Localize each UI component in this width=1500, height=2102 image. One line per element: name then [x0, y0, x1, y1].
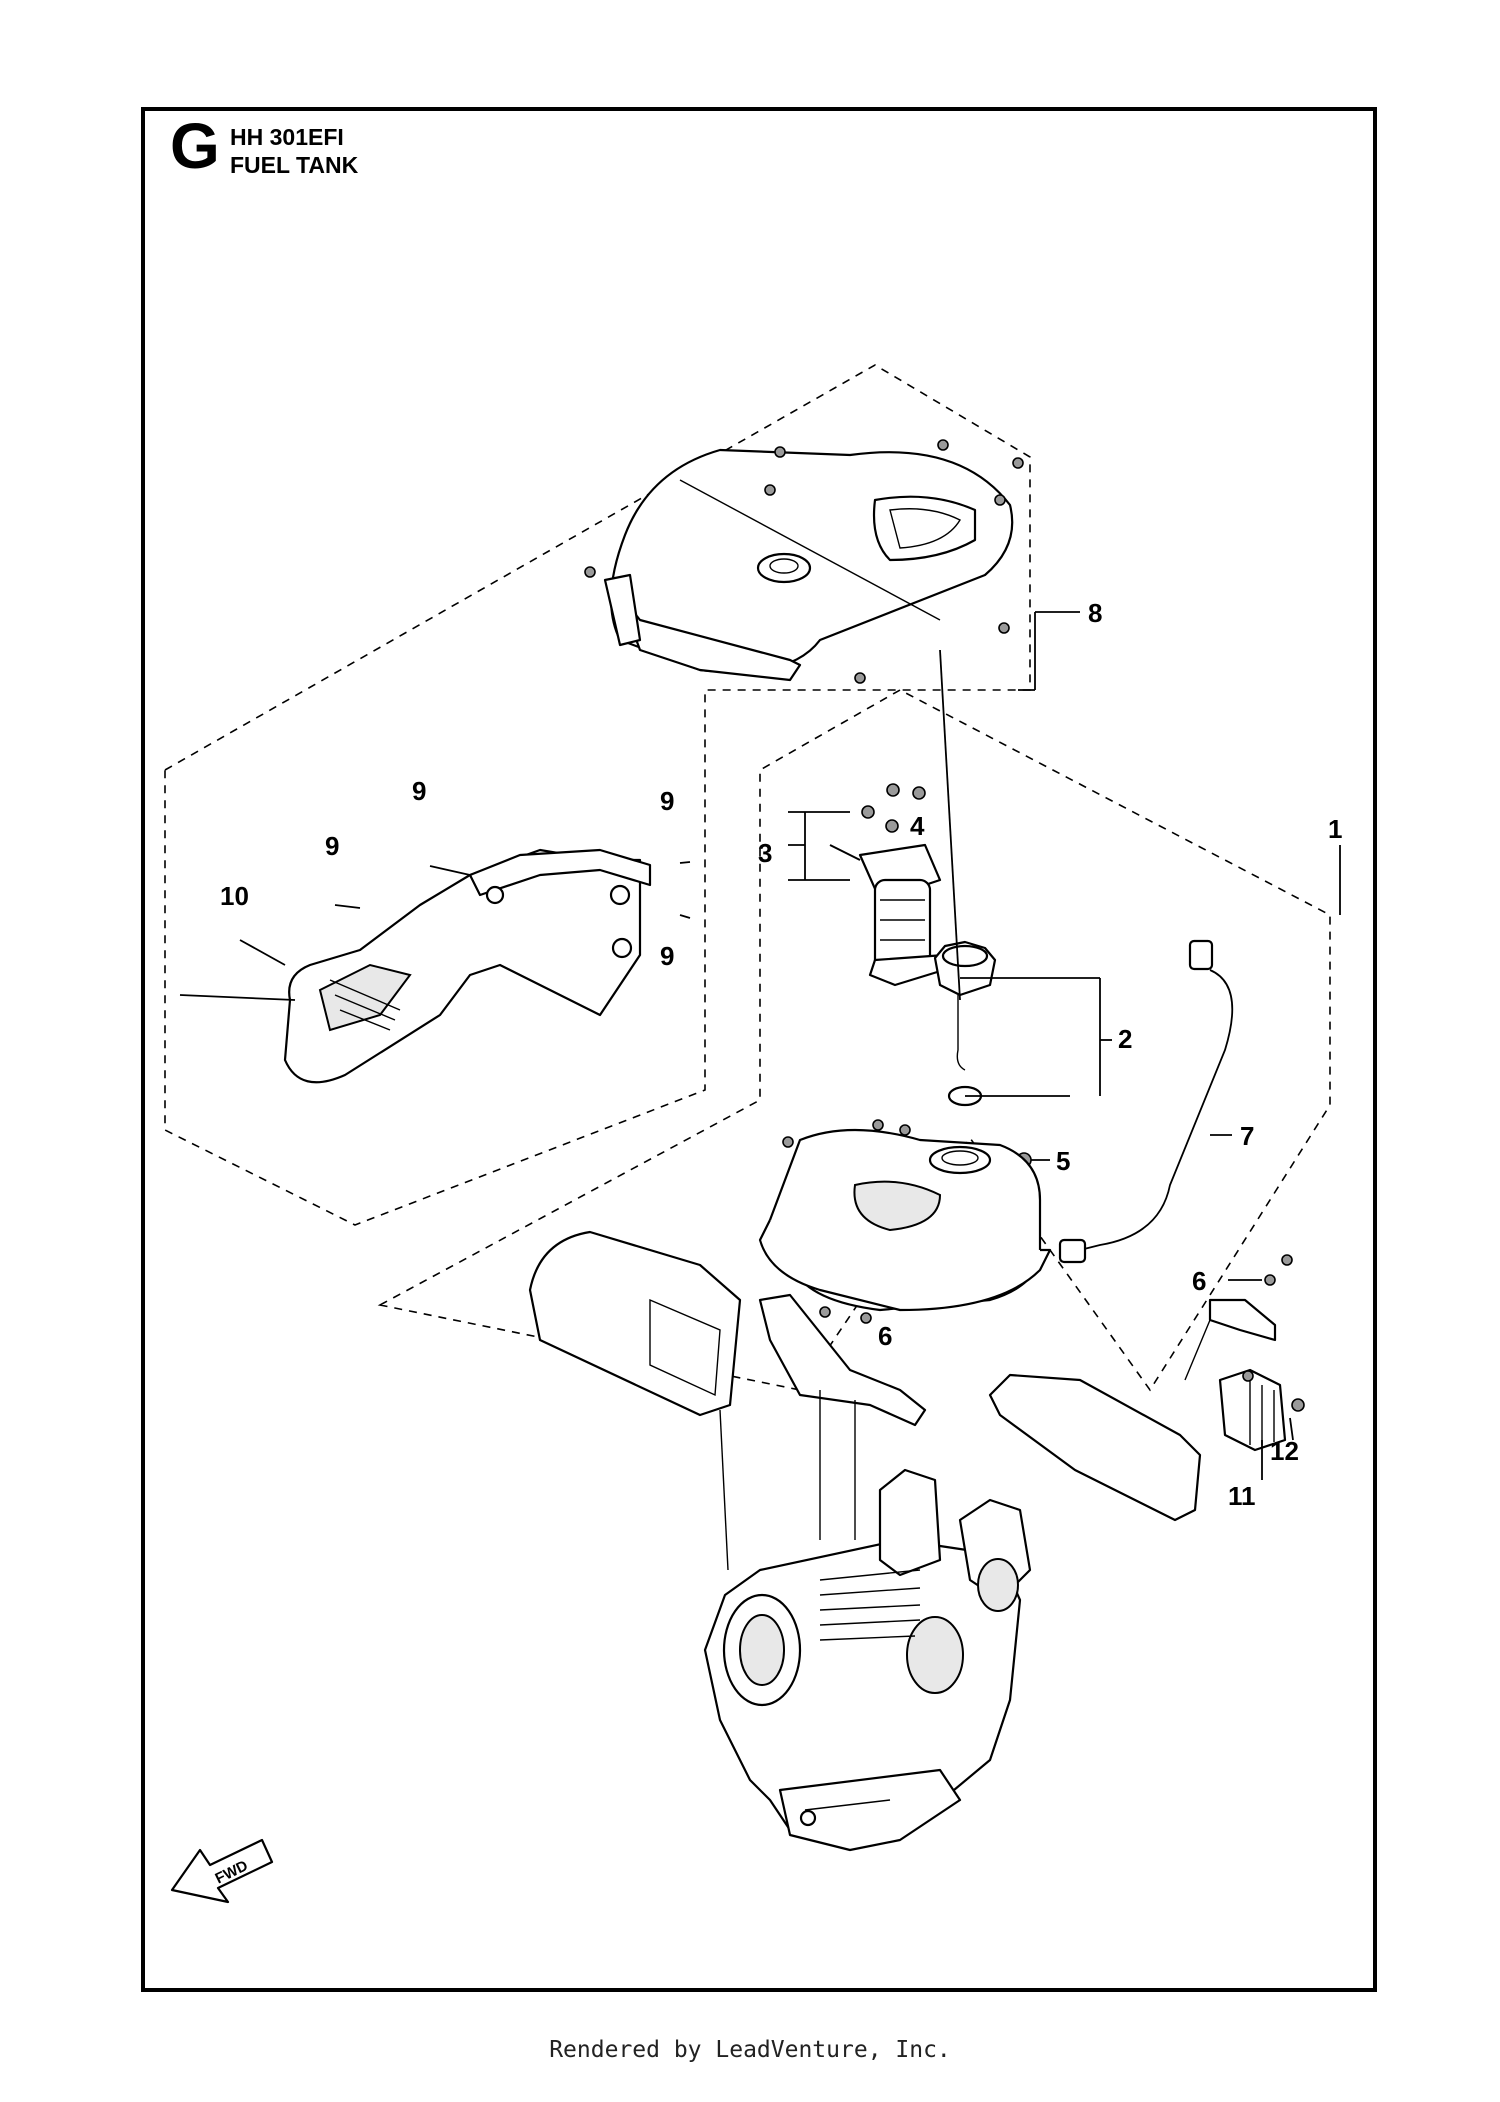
- part-engine-block: [703, 1468, 1032, 1852]
- part-ecu-bracket: [988, 1254, 1293, 1522]
- callout-6b: 6: [878, 1321, 892, 1351]
- callout-6a: 6: [1192, 1266, 1206, 1296]
- part-8-shroud[interactable]: [603, 448, 1014, 682]
- callout-10: 10: [220, 881, 249, 911]
- part-fuel-tank[interactable]: [758, 1119, 1052, 1312]
- part-8-screws: [584, 439, 1024, 684]
- part-tank-bracket: [758, 1293, 927, 1540]
- leader-lines: [788, 611, 1341, 1480]
- part-11-regulator[interactable]: [1218, 1368, 1305, 1452]
- callout-9c: 9: [660, 786, 674, 816]
- callout-9b: 9: [325, 831, 339, 861]
- fwd-arrow-icon: FWD: [170, 1838, 274, 1904]
- group-outline-left: [164, 364, 1031, 1226]
- callout-1: 1: [1328, 814, 1342, 844]
- part-7-sensor-wire[interactable]: [1058, 939, 1234, 1264]
- diagram-frame: [141, 107, 1377, 1992]
- callout-12: 12: [1270, 1436, 1299, 1466]
- part-3-fuel-pump[interactable]: [829, 783, 962, 987]
- callout-9a: 9: [412, 776, 426, 806]
- group-outline-tank: [377, 689, 1331, 1392]
- callout-5: 5: [1056, 1146, 1070, 1176]
- part-heat-shield: [528, 1230, 742, 1571]
- callout-9d: 9: [660, 941, 674, 971]
- section-letter: G: [170, 110, 220, 182]
- callout-3: 3: [758, 838, 772, 868]
- callout-7: 7: [1240, 1121, 1254, 1151]
- callout-2: 2: [1118, 1024, 1132, 1054]
- callout-8: 8: [1088, 598, 1102, 628]
- footer-credit: Rendered by LeadVenture, Inc.: [549, 2037, 951, 2063]
- part-9-10-bolts: [179, 861, 691, 1001]
- part-left-cover[interactable]: [283, 848, 652, 1084]
- callout-11: 11: [1228, 1481, 1256, 1511]
- callout-4: 4: [910, 811, 925, 841]
- part-2-fuel-cap[interactable]: [933, 940, 997, 1107]
- diagram-title: FUEL TANK: [230, 152, 359, 178]
- model-name: HH 301EFI: [230, 124, 344, 150]
